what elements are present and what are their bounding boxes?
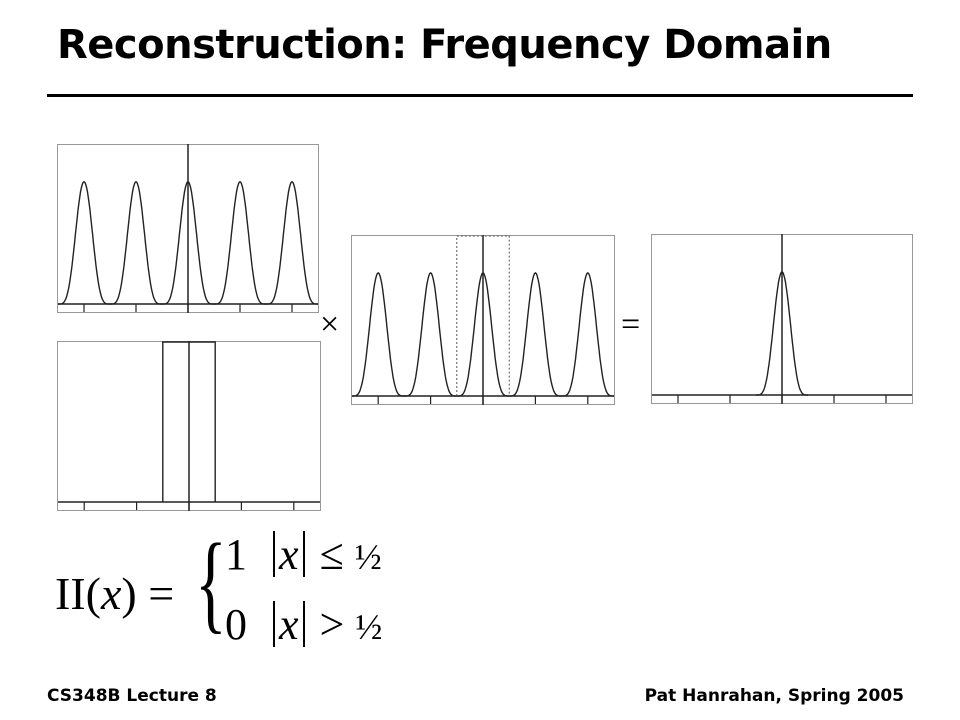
formula-case-1: 1 x ≤ ½ — [225, 529, 382, 580]
formula-fn: II( — [55, 568, 101, 619]
case1-value: 1 — [225, 530, 247, 579]
case2-var: x — [279, 600, 299, 649]
spectrum-peak — [756, 271, 808, 396]
case1-var: x — [279, 530, 299, 579]
box-function-formula: II(x) = { 1 x ≤ ½ 0 x > ½ — [55, 525, 455, 665]
formula-eq: ) = — [121, 568, 175, 619]
spectrum-peak — [110, 180, 162, 305]
times-operator: × — [320, 306, 340, 343]
plot-sampled-spectrum — [57, 144, 319, 313]
formula-lhs: II(x) = — [55, 567, 174, 620]
plot-reconstructed-spectrum — [651, 234, 913, 404]
formula-brace: { — [195, 521, 227, 643]
footer-author: Pat Hanrahan, Spring 2005 — [644, 686, 904, 706]
spectrum-peak — [352, 272, 405, 397]
footer-lecture: CS348B Lecture 8 — [47, 686, 217, 706]
case2-bound: ½ — [355, 607, 383, 647]
formula-case-2: 0 x > ½ — [225, 599, 382, 650]
spectrum-peak — [214, 180, 266, 305]
equals-operator: = — [621, 306, 641, 343]
formula-var: x — [100, 568, 122, 619]
case2-value: 0 — [225, 600, 247, 649]
case1-bound: ½ — [354, 537, 382, 577]
spectrum-peak — [509, 272, 562, 397]
case2-op: > — [319, 600, 345, 649]
plot-box-filter — [57, 341, 321, 511]
plot-product-with-box — [351, 235, 615, 405]
spectrum-peak — [266, 180, 318, 305]
spectrum-peak — [58, 180, 110, 305]
slide-title: Reconstruction: Frequency Domain — [57, 22, 832, 68]
spectrum-peak — [456, 272, 510, 397]
spectrum-peak — [162, 180, 214, 305]
spectrum-peak — [404, 272, 457, 397]
box-filter-outline — [162, 341, 216, 502]
case1-op: ≤ — [319, 530, 344, 579]
spectrum-peak — [561, 272, 614, 397]
box-filter-outline — [456, 235, 510, 396]
title-divider — [47, 94, 913, 97]
